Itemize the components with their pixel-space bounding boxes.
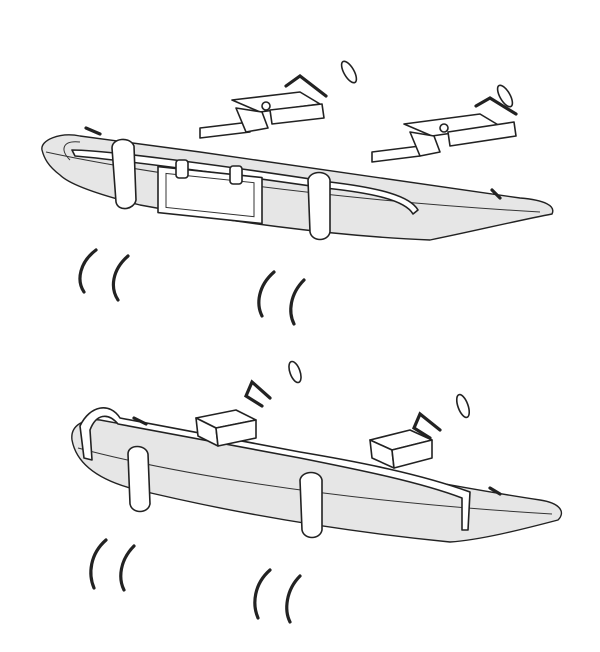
bolt bbox=[84, 126, 102, 136]
overrider-right bbox=[299, 471, 323, 539]
bolt bbox=[132, 416, 148, 426]
bolt bbox=[490, 188, 502, 200]
bumper-clip bbox=[119, 544, 136, 592]
ring-washer bbox=[496, 84, 514, 108]
v-clip bbox=[243, 379, 272, 408]
bumper-clip bbox=[285, 574, 302, 624]
overrider-left bbox=[111, 138, 137, 210]
license-plate bbox=[157, 159, 263, 225]
bumper-clip bbox=[78, 248, 98, 294]
ring-washer bbox=[340, 60, 358, 84]
rear-bumper-assembly bbox=[71, 360, 563, 624]
rear-guard-bar bbox=[79, 407, 471, 531]
mounting-bracket-right bbox=[371, 96, 518, 163]
bumper-clip bbox=[89, 538, 108, 590]
u-bracket-left bbox=[195, 409, 257, 447]
mounting-bracket-left bbox=[199, 74, 328, 139]
ring-washer bbox=[455, 393, 471, 419]
bolt bbox=[488, 486, 502, 496]
front-bumper-assembly bbox=[41, 60, 554, 326]
overrider-left bbox=[127, 445, 151, 513]
bumper-clip bbox=[289, 278, 306, 326]
overrider-right bbox=[307, 171, 331, 241]
v-clip bbox=[411, 411, 442, 440]
u-bracket-right bbox=[369, 429, 433, 469]
ring-washer bbox=[288, 360, 302, 384]
bumper-clip bbox=[257, 270, 276, 318]
bumper-clip bbox=[253, 568, 272, 620]
bumper-clip bbox=[111, 254, 130, 302]
